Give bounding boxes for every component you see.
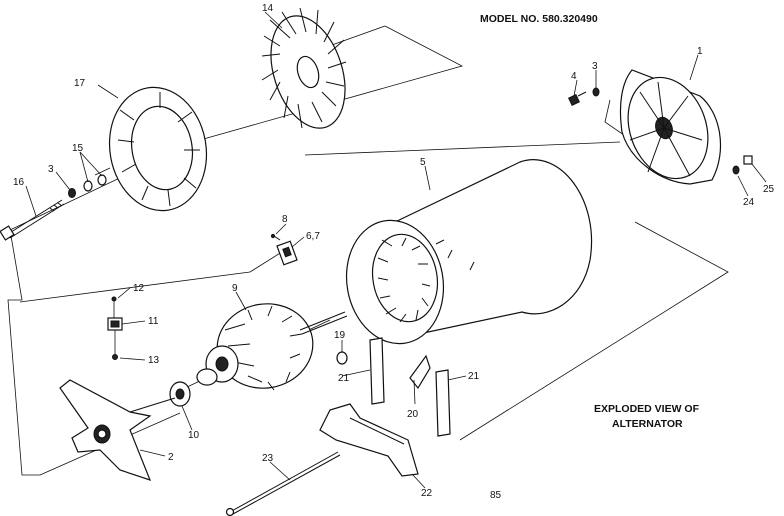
stator-housing-part-5 [345,159,593,345]
callout-14: 14 [262,3,274,14]
callout-16: 16 [13,177,25,188]
callout-3-right: 3 [592,61,598,72]
callout-10: 10 [188,430,200,441]
callout-4: 4 [571,71,577,82]
base-bracket-part-22 [319,403,419,477]
callout-25: 25 [763,184,775,195]
callout-22: 22 [421,488,433,499]
stud-part-23 [225,451,341,516]
fan-baffle-part-17 [108,86,208,212]
nut-washer-parts-24-25 [732,155,753,175]
callout-12: 12 [133,283,145,294]
callout-8: 8 [282,214,288,225]
caption-line-1: EXPLODED VIEW OF [594,403,700,415]
end-bracket-part-1 [619,69,722,185]
bracket-bolt-parts-3-4 [568,87,600,106]
rotor-part-9 [196,303,348,391]
callout-17: 17 [74,78,86,89]
callout-21-right: 21 [468,371,480,382]
callout-leader-lines [25,11,767,489]
page-number: 85 [490,490,502,501]
bearing-part-10 [169,381,191,407]
callout-1: 1 [697,46,703,57]
through-bolt-part-16 [0,199,65,241]
callout-labels: 14 17 3 15 16 4 3 1 5 8 6,7 9 12 11 13 1… [13,3,775,499]
engine-adapter-part-2 [59,379,176,481]
callout-20: 20 [407,409,419,420]
callout-23: 23 [262,453,274,464]
caption-line-2: ALTERNATOR [612,418,683,430]
callout-6-7: 6,7 [306,231,320,242]
callout-2: 2 [168,452,174,463]
brush-assembly-parts-11-12-13 [107,296,123,360]
callout-13: 13 [148,355,160,366]
fan-part-14 [261,7,347,129]
washers-parts-3-15 [68,174,107,198]
callout-19: 19 [334,330,346,341]
callout-3-left: 3 [48,164,54,175]
assembly-outline-lines [7,25,729,476]
model-number-text: MODEL NO. 580.320490 [480,13,598,25]
callout-11: 11 [148,316,159,327]
callout-24: 24 [743,197,755,208]
strap-parts-20-21 [369,337,451,437]
brush-holder-parts-6-7-8 [270,233,298,266]
callout-21-left: 21 [338,373,350,384]
callout-9: 9 [232,283,238,294]
callout-5: 5 [420,157,426,168]
grommet-part-19 [336,351,348,365]
callout-15: 15 [72,143,84,154]
